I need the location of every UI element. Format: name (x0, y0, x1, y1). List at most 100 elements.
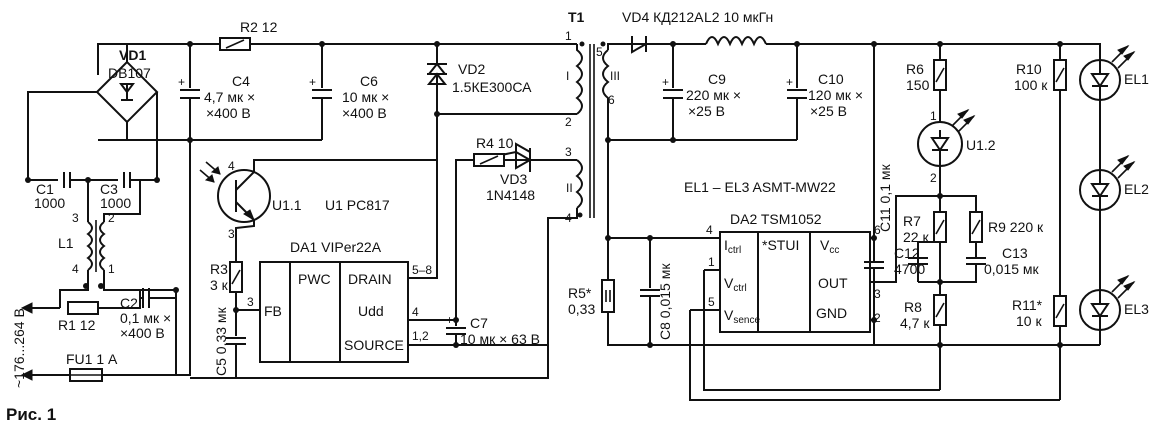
t1-ref: T1 (568, 9, 585, 25)
led-string (1053, 41, 1136, 400)
u1-1-ref: U1.1 (272, 197, 302, 213)
svg-text:+: + (309, 75, 316, 89)
r1-label: R1 12 (58, 317, 96, 333)
c1-ref: C1 (36, 181, 54, 197)
c5-label: C5 0,33 мк (213, 306, 229, 376)
da1-block-pwc: PWC (298, 271, 331, 287)
da1-pin-udd: 4 (412, 305, 419, 319)
aux-supply (455, 142, 578, 346)
r5-ref: R5* (568, 285, 592, 301)
c10-value1: 120 мк × (808, 87, 863, 103)
l1-pin2: 2 (108, 211, 115, 225)
el1-label: EL1 (1124, 71, 1149, 87)
c6-value2: ×400 В (342, 105, 387, 121)
c13-value: 0,015 мк (984, 261, 1040, 277)
resistor-r1 (67, 301, 99, 315)
r6-value: 150 (906, 77, 930, 93)
da1-pin-source: 1,2 (412, 329, 429, 343)
u1-2-pin1: 1 (930, 109, 937, 123)
da2-pin1: 1 (708, 255, 715, 269)
svg-text:+: + (178, 75, 185, 89)
bridge-diode-icon (119, 83, 135, 101)
r7-value: 22 к (903, 229, 929, 245)
da2-pin-out: OUT (818, 275, 848, 291)
c3-value: 1000 (100, 195, 131, 211)
c9-ref: C9 (708, 71, 726, 87)
da2-label: DA2 TSM1052 (730, 211, 822, 227)
input-voltage-label: ~176...264 В (11, 308, 27, 388)
c4-value1: 4,7 мк × (204, 89, 255, 105)
da1-label: DA1 VIPer22A (290, 239, 382, 255)
c2-ref: C2 (120, 295, 138, 311)
t1-winding-3: III (610, 69, 620, 83)
c9-value2: ×25 В (688, 103, 725, 119)
da2-pin3: 3 (874, 287, 881, 301)
c12-value: 4700 (894, 261, 925, 277)
t1-pin6: 6 (608, 93, 615, 107)
c2-value2: ×400 В (120, 325, 165, 341)
l1-pin3: 3 (72, 211, 79, 225)
svg-text:+: + (446, 313, 453, 327)
r9-label: R9 220 к (988, 219, 1044, 235)
c10-ref: C10 (818, 71, 844, 87)
r5-value: 0,33 (568, 301, 595, 317)
r4-label: R4 10 (476, 135, 514, 151)
vd4-label: VD4 КД212А (622, 9, 704, 25)
svg-text:+: + (662, 75, 669, 89)
vd1-ref: VD1 (119, 47, 146, 63)
resistor-r5 (601, 279, 615, 313)
da1-block-udd: Udd (358, 303, 384, 319)
r10-value: 100 к (1014, 77, 1048, 93)
da2-pin2: 2 (874, 311, 881, 325)
transformer-t1 (575, 41, 632, 238)
feedback-network (864, 44, 1060, 390)
c11-label: C11 0,1 мк (877, 163, 893, 232)
vd1-part: DB107 (108, 65, 151, 81)
l1-pin1: 1 (108, 262, 115, 276)
t1-pin3: 3 (565, 145, 572, 159)
u1-2-pin2: 2 (930, 171, 937, 185)
c1-value: 1000 (34, 195, 65, 211)
el2-label: EL2 (1124, 181, 1149, 197)
l1-pin4: 4 (72, 262, 79, 276)
vd3-part: 1N4148 (486, 187, 535, 203)
r7-ref: R7 (903, 213, 921, 229)
t1-pin2: 2 (565, 115, 572, 129)
r8-value: 4,7 к (900, 315, 930, 331)
da1-block-source: SOURCE (344, 337, 404, 353)
vd2-part: 1.5КЕ300СА (452, 79, 532, 95)
da2-pin4: 4 (706, 223, 713, 237)
optotransistor-u1-1 (199, 159, 437, 250)
c10-value2: ×25 В (810, 103, 847, 119)
da1-block-fb: FB (264, 303, 282, 319)
vd3-ref: VD3 (500, 171, 527, 187)
da1-block-drain: DRAIN (348, 271, 392, 287)
c8-label: C8 0,015 мк (657, 263, 673, 340)
r11-ref: R11* (1012, 297, 1043, 313)
c9-value1: 220 мк × (686, 87, 741, 103)
r3-ref: R3 (210, 261, 228, 277)
primary-filter: + + (178, 37, 577, 200)
c6-value1: 10 мк × (342, 89, 389, 105)
svg-text:+: + (786, 75, 793, 89)
t1-pin1: 1 (565, 29, 572, 43)
da1-pin-fb: 3 (247, 295, 254, 309)
u1-label: U1 PC817 (325, 197, 390, 213)
secondary-output: + + (605, 36, 1060, 143)
c3-ref: C3 (100, 181, 118, 197)
r6-ref: R6 (906, 61, 924, 77)
l1-ref: L1 (58, 235, 74, 251)
u1-1-pin4: 4 (228, 159, 235, 173)
da2-pin-gnd: GND (816, 305, 847, 321)
u1-1-pin3: 3 (228, 227, 235, 241)
c12-ref: C12 (894, 245, 920, 261)
c6-ref: C6 (360, 73, 378, 89)
da2-pin6: 6 (874, 223, 881, 237)
r2-label: R2 12 (240, 19, 278, 35)
c2-value1: 0,1 мк × (120, 310, 171, 326)
r11-value: 10 к (1016, 313, 1042, 329)
c13-ref: C13 (1002, 245, 1028, 261)
t1-pin5: 5 (596, 45, 603, 59)
r10-ref: R10 (1016, 61, 1042, 77)
